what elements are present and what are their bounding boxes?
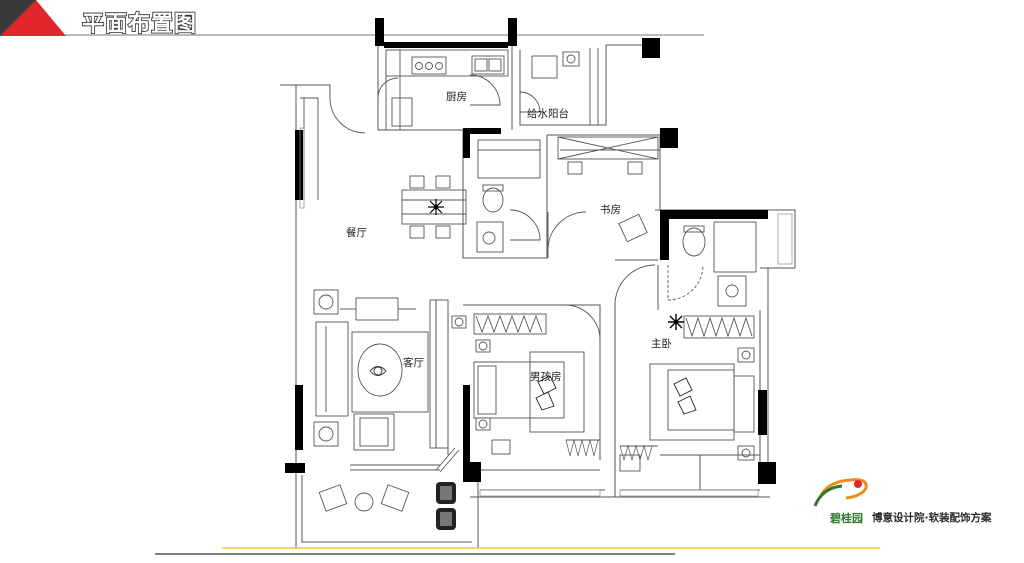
brand-tagline: 博意设计院·软装配饰方案: [872, 512, 992, 524]
room-label-study: 书房: [600, 203, 621, 216]
ensuite-fixtures: [667, 221, 757, 307]
room-label-water-balcony: 给水阳台: [527, 107, 569, 120]
room-label-kitchen: 厨房: [446, 90, 467, 103]
balcony-planters: [436, 482, 456, 530]
bathroom-fixtures: [476, 139, 541, 253]
balcony-furniture: [318, 484, 410, 512]
balcony-fixtures: [519, 48, 599, 125]
room-label-master-bedroom: 主卧: [651, 337, 672, 350]
master-bedroom-furniture: [614, 264, 755, 472]
kitchen-furniture: [377, 49, 509, 131]
living-rug-ornament: [369, 366, 387, 376]
dining-set: [300, 97, 467, 239]
wall-columns: [285, 18, 776, 484]
boys-room-pillows: [535, 375, 557, 411]
brand-logo: 碧桂园: [813, 478, 868, 525]
living-furniture: [313, 289, 460, 473]
study-furniture: [547, 136, 659, 258]
room-label-dining: 餐厅: [346, 226, 367, 239]
room-label-living: 客厅: [403, 356, 424, 369]
master-plant: [668, 314, 684, 330]
master-bedroom-pillows: [673, 377, 697, 415]
logo-wordmark: 碧桂园: [829, 511, 863, 525]
dining-centerpiece: [428, 199, 444, 215]
corner-decoration: [0, 0, 66, 36]
room-label-boys-room: 男孩房: [530, 370, 562, 383]
page-title: 平面布置图: [81, 11, 198, 38]
boys-room-furniture: [451, 304, 601, 457]
window-strips: [299, 127, 793, 497]
